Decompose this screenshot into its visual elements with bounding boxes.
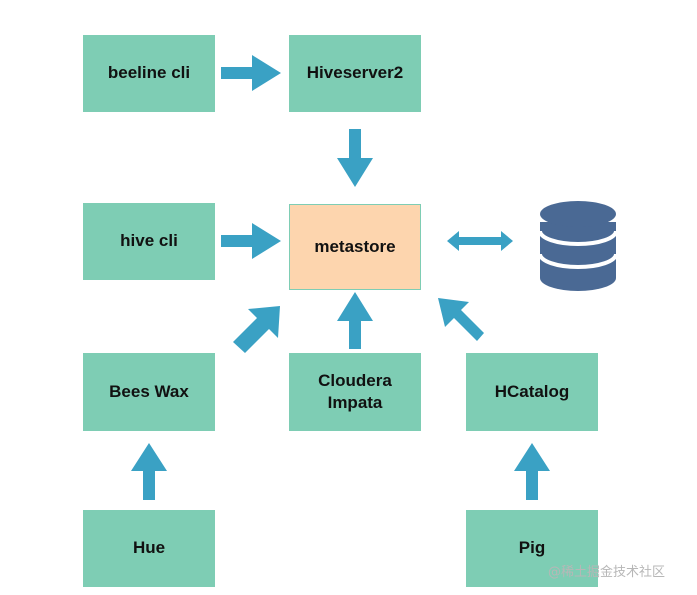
arrow-hue-to-beeswax xyxy=(131,443,167,500)
arrow-beeline-to-hiveserver2 xyxy=(221,55,281,91)
node-label: metastore xyxy=(314,236,396,256)
node-label: Pig xyxy=(518,538,546,558)
node-hcatalog: HCatalog xyxy=(466,353,598,431)
node-hive-cli: hive cli xyxy=(83,203,215,280)
arrow-beeswax-to-metastore xyxy=(233,306,280,353)
arrow-hcatalog-to-metastore xyxy=(438,298,484,341)
arrow-hiveserver2-to-metastore xyxy=(337,129,373,187)
node-cloudera-impala: Cloudera Impata xyxy=(289,353,421,431)
node-label: hive cli xyxy=(120,231,178,251)
node-pig: Pig xyxy=(466,510,598,587)
node-label: Bees Wax xyxy=(109,381,189,401)
arrow-pig-to-hcatalog xyxy=(514,443,550,500)
node-label: HCatalog xyxy=(494,381,570,401)
arrow-hivecli-to-metastore xyxy=(221,223,281,259)
node-label: Hiveserver2 xyxy=(306,63,404,83)
arrow-metastore-database xyxy=(447,231,513,251)
node-beeline-cli: beeline cli xyxy=(83,35,215,112)
node-label: beeline cli xyxy=(107,63,191,83)
node-hiveserver2: Hiveserver2 xyxy=(289,35,421,112)
arrow-impala-to-metastore xyxy=(337,292,373,349)
node-bees-wax: Bees Wax xyxy=(83,353,215,431)
node-metastore: metastore xyxy=(289,204,421,290)
database-icon xyxy=(538,201,618,291)
node-label: Hue xyxy=(132,538,166,558)
node-label: Cloudera Impata xyxy=(318,370,392,412)
watermark: @稀土掘金技术社区 xyxy=(548,565,666,580)
node-hue: Hue xyxy=(83,510,215,587)
